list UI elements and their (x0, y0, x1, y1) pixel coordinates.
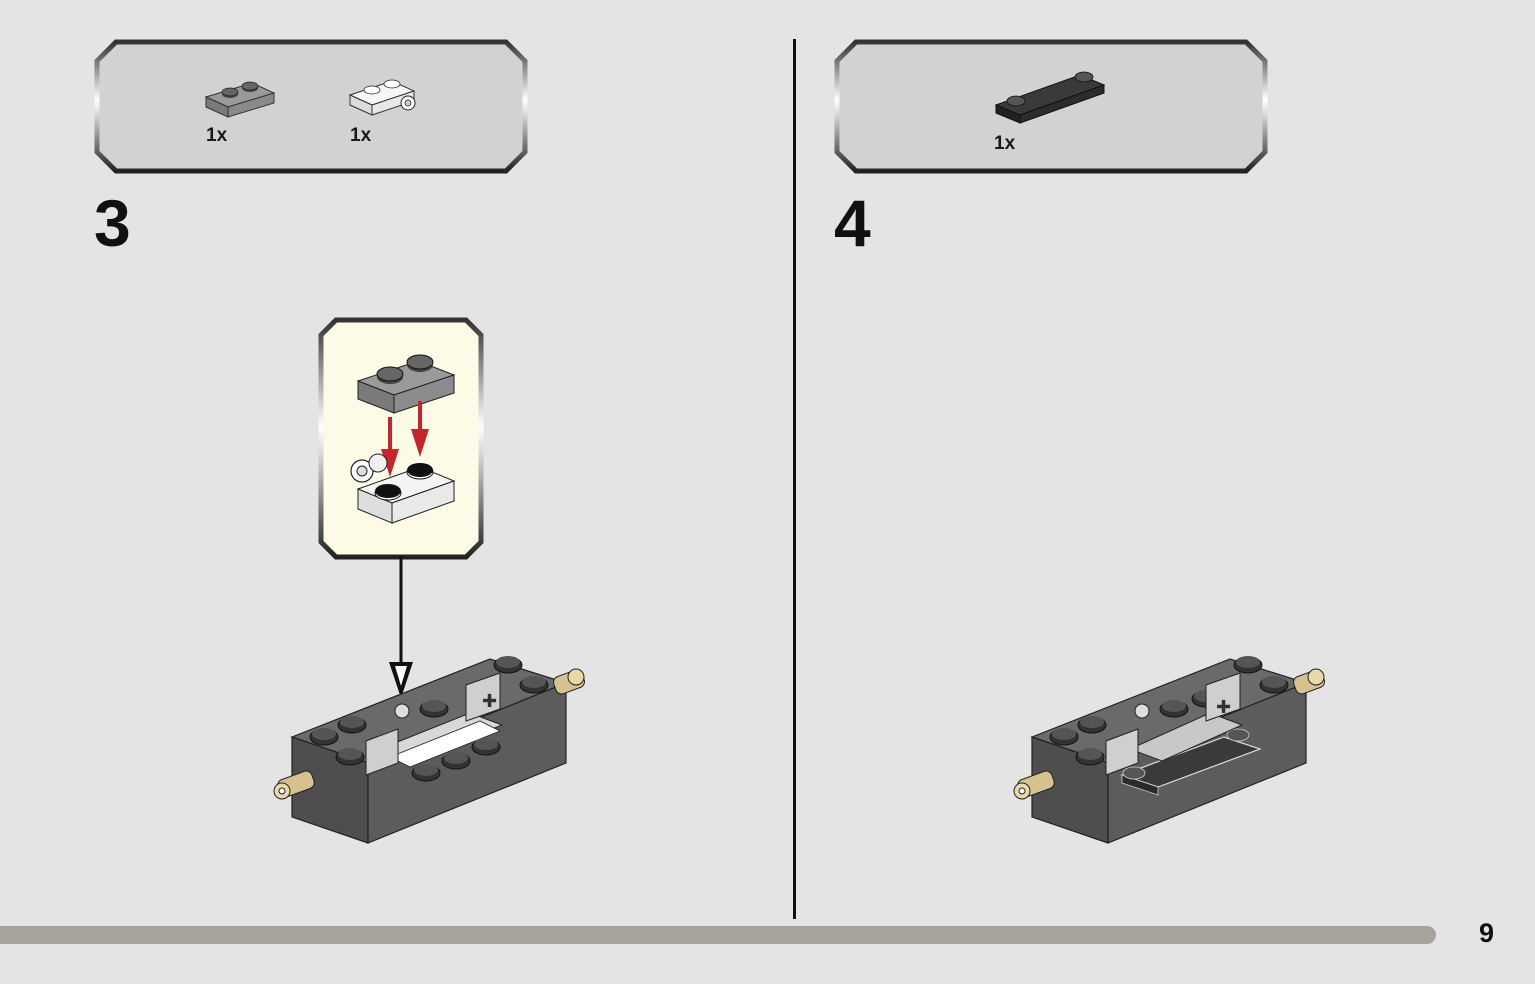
plate-1x4-black-icon (994, 71, 1106, 124)
parts-box-frame (94, 39, 528, 174)
parts-list-box-step3: 1x 1x (94, 39, 528, 174)
page-progress-bar (0, 926, 1436, 944)
part-qty: 1x (206, 125, 228, 146)
part-qty: 1x (994, 133, 1016, 154)
placement-arrow (389, 556, 413, 698)
page-number: 9 (1479, 918, 1495, 948)
part-qty: 1x (350, 125, 372, 146)
svg-text:✚: ✚ (1216, 697, 1231, 718)
step-divider (793, 39, 796, 919)
svg-text:✚: ✚ (482, 691, 497, 712)
step-number: 4 (834, 186, 871, 260)
sub-assembly-callout (318, 317, 484, 560)
hinge-plate-1x2-white-icon (348, 79, 416, 116)
model-assembly-step3: ✚ (273, 656, 585, 844)
step-number: 3 (94, 186, 131, 260)
model-assembly-step4: ✚ (1013, 656, 1325, 844)
plate-1x2-gray-icon (204, 81, 276, 118)
parts-list-box-step4: 1x (834, 39, 1268, 174)
